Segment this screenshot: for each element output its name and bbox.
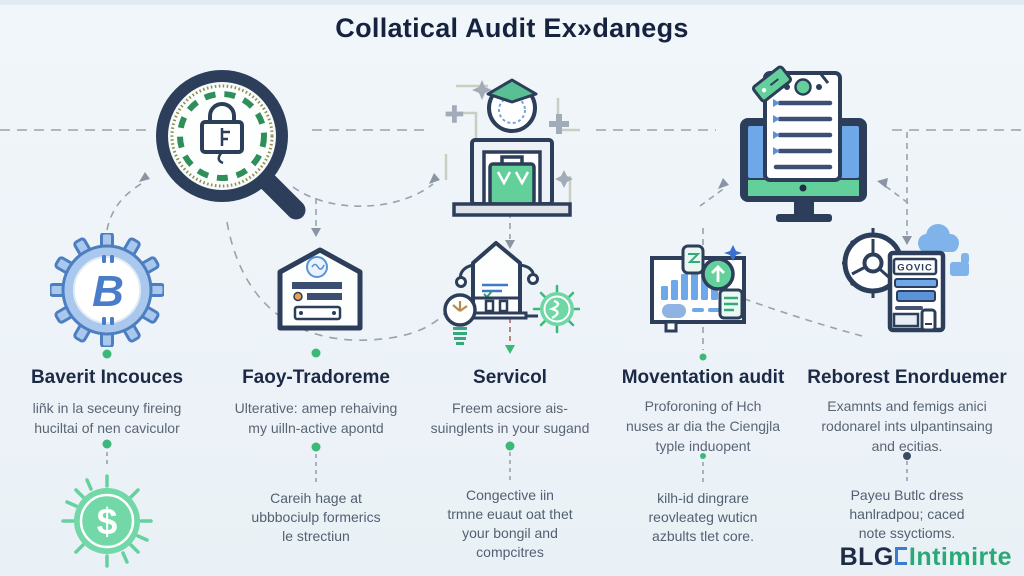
svg-text:B: B — [92, 267, 124, 316]
gear-bitcoin-icon: B — [50, 233, 164, 347]
gauge-document-icon: GOVIC — [840, 218, 1004, 350]
lightbulb-clock-icon — [443, 293, 477, 345]
tag-icon — [751, 65, 793, 103]
thumbs-up-icon — [950, 253, 969, 276]
arrowheads — [139, 172, 912, 302]
decor-stars — [445, 80, 573, 188]
house-document-icon — [266, 238, 366, 348]
column-bottom-text-3: Congective iin trmne euaut oat thet your… — [447, 487, 573, 560]
auctioneer-podium-icon — [428, 58, 596, 226]
magnifier-lock-icon — [150, 60, 310, 220]
monitor-checklist-icon — [718, 56, 890, 228]
bar-chart-icon — [646, 230, 766, 348]
page-title: Collatical Audit Ex»danegs — [335, 13, 689, 43]
star-icon — [724, 245, 742, 261]
column-heading-4: Moventation audit — [621, 367, 785, 388]
brand-prefix: BLG — [839, 543, 894, 571]
checklist-bullets — [773, 99, 780, 155]
column-subtext-3: Freem acsiore ais- suinglents in your su… — [430, 400, 590, 436]
column-subtext-5: Examnts and femigs anici rodonarel ints … — [821, 398, 993, 454]
column-heading-2: Faoy-Tradoreme — [242, 367, 390, 388]
step-dots — [102, 345, 911, 460]
column-subtext-2: Ulterative: amep rehaiving my uilln-acti… — [234, 400, 398, 436]
house-robot-icon — [440, 235, 580, 355]
coin-burst-icon — [532, 284, 580, 334]
column-subtext-4: Proforoning of Hch nuses ar dia the Cien… — [625, 398, 781, 454]
column-subtext-1: liñk in la seceuny fireing huciltai of n… — [32, 400, 182, 436]
cloud-icon — [918, 224, 959, 252]
bitcoin-symbol: B — [92, 255, 124, 325]
column-heading-1: Baverit Incouces — [30, 367, 184, 388]
brand-suffix: Intimirte — [908, 543, 1012, 571]
bracket-icon — [894, 547, 907, 565]
column-heading-3: Servicol — [473, 367, 547, 388]
column-bottom-text-2: Careih hage at ubbbociulp formerics le s… — [251, 490, 381, 544]
svg-text:$: $ — [97, 501, 118, 542]
dollar-sun-icon: $ — [57, 470, 157, 570]
column-heading-5: Reborest Enorduemer — [807, 367, 1007, 388]
column-bottom-text-4: kilh-id dingrare reovleateg wuticn azbul… — [648, 490, 758, 544]
doc-label: GOVIC — [897, 263, 933, 274]
column-bottom-text-5: Payeu Butlc dress hanlradpou; caced note… — [849, 487, 965, 541]
brand-logo: BLG Intimirte — [840, 543, 1012, 572]
